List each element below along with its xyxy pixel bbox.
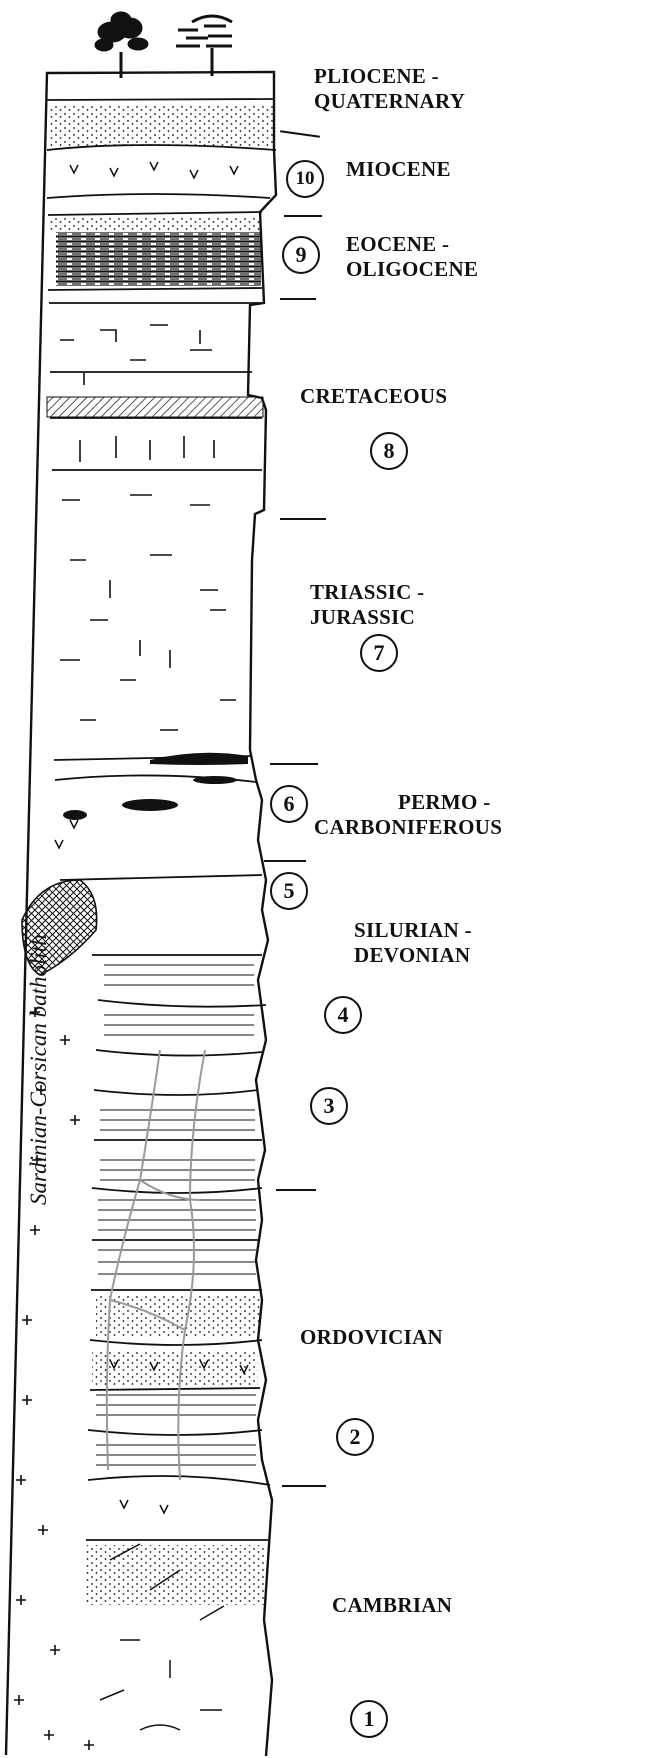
unit-10-marker: 10	[286, 160, 324, 198]
unit-3-marker: 3	[310, 1087, 348, 1125]
unit-7-marker: 7	[360, 634, 398, 672]
label-pliocene-quaternary: PLIOCENE - QUATERNARY	[314, 64, 465, 114]
boundary-tick	[284, 215, 322, 217]
label-permo-carboniferous: PERMO - CARBONIFEROUS	[326, 790, 502, 840]
unit-5-marker: 5	[270, 872, 308, 910]
unit-2-marker: 2	[336, 1418, 374, 1456]
label-line: CARBONIFEROUS	[314, 815, 502, 840]
boundary-tick	[280, 518, 326, 520]
boundary-tick	[282, 1485, 326, 1487]
boundary-tick	[276, 1189, 316, 1191]
sandstone-fill	[48, 104, 274, 1605]
label-line: DEVONIAN	[354, 943, 472, 968]
label-line: PLIOCENE -	[314, 64, 465, 89]
label-line: TRIASSIC -	[310, 580, 424, 605]
label-triassic-jurassic: TRIASSIC - JURASSIC	[310, 580, 424, 630]
tree-icons	[95, 12, 232, 78]
limestone-marks	[60, 325, 236, 730]
unit-4-marker: 4	[324, 996, 362, 1034]
label-line: SILURIAN -	[354, 918, 472, 943]
unit-9-marker: 9	[282, 236, 320, 274]
unit-8-marker: 8	[370, 432, 408, 470]
label-line: EOCENE -	[346, 232, 478, 257]
label-ordovician: ORDOVICIAN	[300, 1325, 443, 1350]
label-miocene: MIOCENE	[346, 157, 451, 182]
boundary-tick	[280, 298, 316, 300]
boundary-tick	[264, 860, 306, 862]
label-line: PERMO -	[326, 790, 502, 815]
label-cretaceous: CRETACEOUS	[300, 384, 447, 409]
hatched-band	[47, 397, 263, 417]
label-eocene-oligocene: EOCENE - OLIGOCENE	[346, 232, 478, 282]
black-lenses	[63, 753, 248, 820]
shale-band	[56, 232, 261, 286]
label-cambrian: CAMBRIAN	[332, 1593, 452, 1618]
label-line: JURASSIC	[310, 605, 424, 630]
batholith-label: Sardinian-Corsican batholith	[26, 934, 52, 1205]
label-line: QUATERNARY	[314, 89, 465, 114]
unit-1-marker: 1	[350, 1700, 388, 1738]
label-silurian-devonian: SILURIAN - DEVONIAN	[354, 918, 472, 968]
boundary-tick	[270, 763, 318, 765]
unit-6-marker: 6	[270, 785, 308, 823]
label-line: OLIGOCENE	[346, 257, 478, 282]
